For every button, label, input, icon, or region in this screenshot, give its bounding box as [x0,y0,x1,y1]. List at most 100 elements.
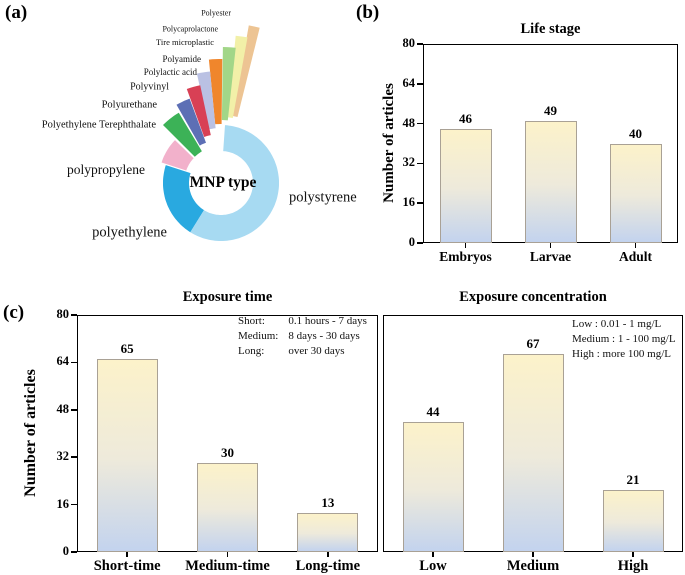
legend-value: 8 days - 30 days [288,330,360,342]
pie-label-polyethylene-terephthalate: Polyethylene Terephthalate [41,119,156,131]
exposure-concentration-bar-value-high: 21 [626,471,640,487]
exposure-time-xtick-short-time [126,552,128,557]
legend-line: High : more 100 mg/L [572,348,671,360]
life-stage-ytick-16 [417,202,423,204]
legend-term: Medium: [238,330,279,342]
life-stage-category-label-adult: Adult [618,249,652,264]
pie-label-polyurethane: Polyurethane [101,99,157,111]
pie-slice-polylactic-acid [196,71,216,130]
exposure-concentration-bar-value-medium: 67 [526,335,540,351]
legend-value: over 30 days [288,345,345,357]
pie-label-polyamide: Polyamide [162,54,202,64]
pie-slice-polyurethane [176,98,206,146]
exposure-time-legend: Short: 0.1 hours - 7 days Medium: 8 days… [238,314,367,359]
life-stage-category-label-larvae: Larvae [529,249,572,264]
pie-label-polylactic-acid: Polylactic acid [143,67,197,77]
exposure-time-ytick-label-32: 32 [56,449,70,464]
life-stage-bar-embryos [439,128,492,243]
exposure-time-ytick-48 [71,409,77,411]
panel-a-label: (a) [5,2,28,23]
donut-center-label: MNP type [189,174,257,191]
exposure-concentration-xtick-medium [532,552,534,557]
life-stage-bar-value-embryos: 46 [459,110,472,126]
exposure-time-bar-value-medium-time: 30 [221,445,234,461]
life-stage-y-axis-label: Number of articles [381,83,397,203]
exposure-time-ytick-label-48: 48 [56,401,70,416]
pie-slice-polyvinyl [186,85,211,137]
exposure-time-bar-value-short-time: 65 [120,341,134,357]
life-stage-ytick-label-80: 80 [402,36,416,50]
exposure-time-ytick-label-80: 80 [56,307,70,321]
legend-line: Medium : 1 - 100 mg/L [572,333,676,345]
exposure-time-ytick-0 [71,551,77,553]
exposure-time-category-label-short-time: Short-time [93,558,161,574]
exposure-time-xtick-long-time [327,552,329,557]
life-stage-ytick-64 [417,83,423,85]
pie-label-polypropylene: polypropylene [67,162,145,177]
exposure-concentration-bar-medium [502,353,564,552]
life-stage-ytick-48 [417,122,423,125]
mnp-type-donut-chart [161,25,279,241]
life-stage-ytick-label-16: 16 [402,195,416,210]
pie-label-polyester: Polyester [201,8,231,18]
exposure-time-bar-value-long-time: 13 [321,495,335,511]
exposure-time-ytick-64 [71,361,77,364]
life-stage-ytick-label-0: 0 [408,235,415,249]
life-stage-ytick-label-48: 48 [402,115,416,130]
legend-term: Long: [238,345,265,357]
exposure-concentration-category-label-medium: Medium [506,558,560,574]
life-stage-xtick-larvae [549,243,552,248]
exposure-time-ytick-label-16: 16 [56,496,70,511]
life-stage-bar-adult [609,143,662,243]
exposure-time-bar-medium-time [197,463,258,552]
life-stage-xtick-adult [634,243,637,248]
life-stage-xtick-embryos [464,243,467,248]
life-stage-ytick-0 [417,242,423,244]
exposure-concentration-xtick-high [632,552,634,557]
exposure-concentration-title: Exposure concentration [459,289,607,305]
exposure-time-ytick-label-64: 64 [56,354,70,369]
exposure-concentration-legend: Low : 0.01 - 1 mg/L Medium : 1 - 100 mg/… [572,317,676,362]
pie-slice-polystyrene [190,125,279,241]
pie-label-polycaprolactone: Polycaprolactone [162,24,218,34]
exposure-time-category-label-long-time: Long-time [295,558,361,574]
life-stage-bar-value-larvae: 49 [544,103,557,119]
life-stage-title: Life stage [520,21,581,37]
pie-slice-polyethylene [163,165,204,233]
life-stage-ytick-label-64: 64 [402,75,416,90]
exposure-time-title: Exposure time [182,289,273,305]
pie-label-polystyrene: polystyrene [289,189,357,206]
exposure-time-xtick-medium-time [226,552,229,557]
legend-value: 0.1 hours - 7 days [288,315,367,327]
life-stage-category-label-embryos: Embryos [439,249,492,264]
life-stage-bar-larvae [524,121,577,243]
pie-slice-polypropylene [161,140,194,171]
exposure-time-bar-short-time [96,359,158,552]
exposure-time-ytick-16 [71,503,77,506]
pie-label-tire-microplastic: Tire microplastic [156,37,214,47]
panel-b-label: (b) [356,2,380,23]
exposure-concentration-xtick-low [432,552,434,557]
life-stage-bar-value-adult: 40 [629,125,642,141]
legend-line: Low : 0.01 - 1 mg/L [572,318,662,330]
exposure-time-ytick-80 [71,314,77,316]
life-stage-ytick-label-32: 32 [402,155,416,170]
exposure-concentration-category-label-low: Low [419,558,447,574]
exposure-concentration-bar-high [602,489,664,552]
exposure-concentration-bar-value-low: 44 [426,403,440,419]
pie-slice-polycaprolactone [227,35,248,119]
pie-label-polyethylene: polyethylene [92,224,167,241]
exposure-concentration-bar-low [402,421,464,552]
exposure-time-category-label-medium-time: Medium-time [185,558,270,574]
exposure-time-ytick-label-0: 0 [62,544,69,558]
legend-term: Short: [238,315,265,327]
exposure-time-ytick-32 [71,456,77,458]
exposure-concentration-category-label-high: High [617,558,649,574]
pie-label-polyvinyl: Polyvinyl [130,81,169,93]
panel-c-label: (c) [3,302,25,323]
pie-slice-tire-microplastic [221,47,236,121]
pie-slice-polyethylene-terephthalate [163,112,202,157]
pie-slice-polyester [232,25,260,117]
exposure-time-bar-long-time [297,513,359,552]
